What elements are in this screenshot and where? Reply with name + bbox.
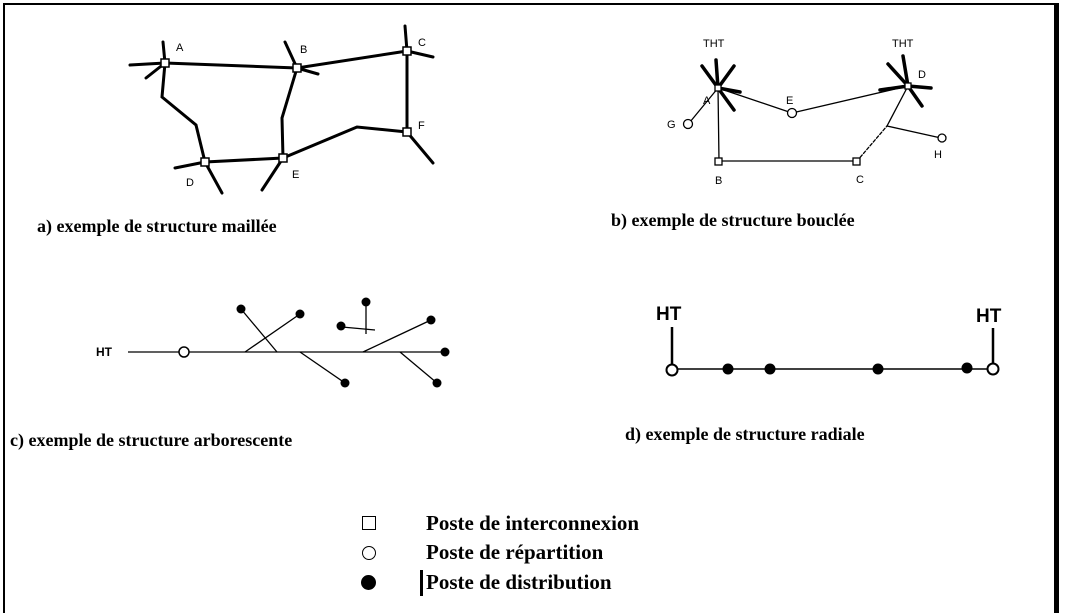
caption-d: d) exemple de structure radiale	[625, 424, 865, 444]
label-b-d: D	[918, 69, 926, 81]
dist-node	[295, 309, 305, 319]
label-c: C	[418, 37, 426, 49]
panel-b-nodes	[682, 82, 947, 166]
repartition-node	[178, 346, 190, 358]
label-e: E	[292, 169, 299, 181]
repartition-node	[665, 363, 679, 377]
node-b-b	[714, 157, 723, 166]
label-d-ht-right: HT	[976, 306, 1002, 327]
panel-c-tree: HT	[96, 297, 450, 388]
node-b-g	[682, 118, 694, 130]
caption-b: b) exemple de structure bouclée	[611, 210, 855, 230]
panel-b-loop: THT THT A B C D E G H	[667, 38, 947, 187]
dist-node	[440, 347, 450, 357]
label-d: D	[186, 177, 194, 189]
dist-node	[872, 363, 884, 375]
label-b: B	[300, 44, 307, 56]
dist-node	[722, 363, 734, 375]
node-b-d	[904, 82, 912, 90]
bracket-mark	[420, 570, 423, 596]
node-c	[402, 46, 412, 56]
dist-node	[236, 304, 246, 314]
label-a: A	[176, 42, 184, 54]
panel-c-lines	[128, 302, 445, 384]
dist-node	[426, 315, 436, 325]
filled-circle-icon	[361, 575, 376, 590]
node-b-h	[937, 133, 947, 143]
node-a	[160, 58, 170, 68]
panel-c-nodes	[236, 297, 450, 388]
repartition-node	[986, 362, 1000, 376]
label-b-c: C	[856, 174, 864, 186]
legend-label: Poste de interconnexion	[426, 511, 640, 535]
label-b-a: A	[703, 95, 711, 107]
panel-a-nodes	[160, 46, 412, 167]
node-d	[200, 157, 210, 167]
open-circle-icon	[362, 546, 376, 560]
node-b-c	[852, 157, 861, 166]
dist-node	[361, 297, 371, 307]
label-c-ht: HT	[96, 345, 113, 359]
figure-frame	[3, 3, 1059, 613]
node-b	[292, 63, 302, 73]
legend-label: Poste de distribution	[426, 570, 612, 594]
panel-b-source-stubs	[700, 54, 933, 112]
node-b-e	[786, 107, 798, 119]
legend-label: Poste de répartition	[426, 540, 604, 564]
panel-d-radial: HT HT	[656, 304, 1002, 377]
node-e	[278, 153, 288, 163]
node-b-a	[714, 84, 722, 92]
panel-a-mesh: A B C D E F	[128, 24, 435, 195]
label-b-e: E	[786, 95, 793, 107]
panel-d-dist-nodes	[722, 362, 973, 375]
label-b-tht-right: THT	[892, 38, 914, 50]
label-b-b: B	[715, 175, 722, 187]
open-square-icon	[362, 516, 376, 530]
dist-node	[961, 362, 973, 374]
dist-node	[432, 378, 442, 388]
label-f: F	[418, 120, 425, 132]
label-b-g: G	[667, 119, 676, 131]
dist-node	[340, 378, 350, 388]
caption-a: a) exemple de structure maillée	[37, 216, 277, 236]
label-b-h: H	[934, 149, 942, 161]
panel-b-lines	[689, 85, 942, 162]
dist-node	[336, 321, 346, 331]
caption-c: c) exemple de structure arborescente	[10, 430, 293, 450]
dist-node	[764, 363, 776, 375]
label-d-ht-left: HT	[656, 304, 682, 325]
label-b-tht-left: THT	[703, 38, 725, 50]
node-f	[402, 127, 412, 137]
